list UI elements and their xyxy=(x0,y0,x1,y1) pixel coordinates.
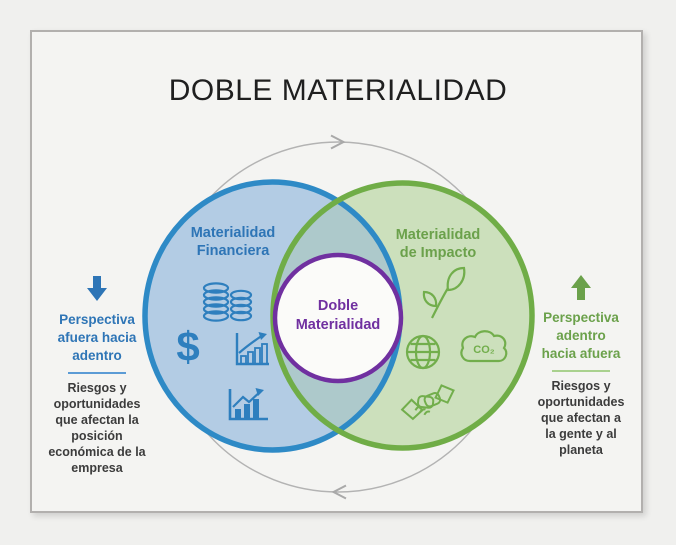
leaf-icon xyxy=(422,266,466,319)
up-arrow-icon xyxy=(571,275,591,300)
outside-in-description: Riesgos y oportunidades que afectan la p… xyxy=(48,381,146,475)
inside-out-annotation: Perspectiva adentro hacia afuera Riesgos… xyxy=(517,274,645,458)
impact-materiality-label: Materialidad de Impacto xyxy=(395,227,481,261)
dollar-icon: $ xyxy=(176,323,199,370)
cycle-arrowhead-top-icon xyxy=(330,134,346,150)
inside-out-heading: Perspectiva adentro hacia afuera xyxy=(541,310,621,361)
blue-divider xyxy=(68,372,126,374)
co2-cloud-icon: CO₂ xyxy=(460,330,508,363)
page-title: DOBLE MATERIALIDAD xyxy=(168,74,508,107)
growth-chart-icon xyxy=(228,388,268,421)
coins-icon xyxy=(202,282,253,322)
handshake-icon xyxy=(400,384,455,421)
svg-text:CO₂: CO₂ xyxy=(473,344,495,356)
cycle-arrowhead-bottom-icon xyxy=(331,484,347,500)
globe-icon xyxy=(405,334,441,370)
down-arrow-icon xyxy=(87,276,107,301)
financial-materiality-label: Materialidad Financiera xyxy=(190,225,276,259)
double-materiality-center-circle xyxy=(272,252,404,384)
green-divider xyxy=(552,370,610,372)
inside-out-description: Riesgos y oportunidades que afectan a la… xyxy=(537,379,625,457)
outside-in-heading: Perspectiva afuera hacia adentro xyxy=(57,312,137,363)
outside-in-annotation: Perspectiva afuera hacia adentro Riesgos… xyxy=(33,276,161,476)
bar-chart-rising-icon xyxy=(235,332,269,366)
double-materiality-label: Doble Materialidad xyxy=(295,298,381,333)
